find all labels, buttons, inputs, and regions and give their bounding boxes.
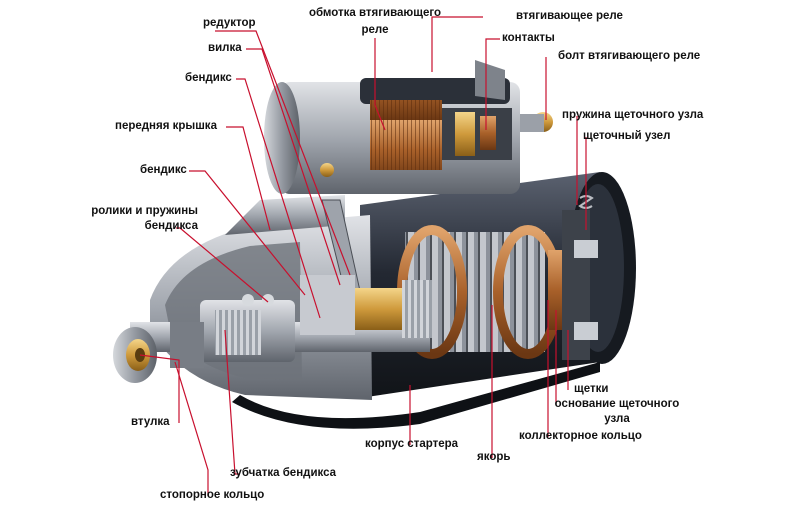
- label-stopornoe: стопорное кольцо: [160, 489, 265, 501]
- label-roliki-line1: ролики и пружины: [91, 205, 198, 217]
- label-roliki: ролики и пружины бендикса: [70, 205, 198, 233]
- leader-kontakty: [485, 38, 500, 130]
- label-osnovanie-line1: основание щеточного: [554, 398, 680, 410]
- leader-bendiks-2: [189, 170, 306, 296]
- leader-roliki: [176, 227, 269, 303]
- bendix: [170, 294, 295, 368]
- leader-vilka: [246, 48, 341, 286]
- label-shchet-uzel: щеточный узел: [583, 130, 671, 142]
- leader-zubchatka: [224, 329, 240, 475]
- label-kollektor: коллекторное кольцо: [519, 430, 642, 442]
- label-reduktor: редуктор: [203, 17, 256, 29]
- bushing: [113, 327, 157, 383]
- label-vtulka: втулка: [131, 416, 170, 428]
- label-perednyaya: передняя крышка: [115, 120, 217, 132]
- label-korpus: корпус стартера: [365, 438, 459, 450]
- label-yakor: якорь: [477, 451, 511, 463]
- leader-bendiks-1: [236, 78, 321, 319]
- label-roliki-line2: бендикса: [144, 220, 198, 232]
- label-kontakty: контакты: [502, 32, 555, 44]
- solenoid: [264, 60, 553, 194]
- label-zubchatka: зубчатка бендикса: [230, 467, 337, 479]
- leader-obmotka: [374, 38, 386, 131]
- label-bendiks-2: бендикс: [140, 164, 187, 176]
- leader-vtyag-rele: [431, 16, 483, 72]
- commutator: [548, 195, 598, 360]
- label-osnovanie-line2: узла: [604, 413, 630, 425]
- label-obmotka: обмотка втягивающего реле: [300, 7, 450, 37]
- leader-perednyaya: [226, 126, 271, 231]
- label-vtyag-rele: втягивающее реле: [516, 10, 623, 22]
- label-osnovanie: основание щеточного узла: [550, 398, 684, 426]
- label-pruzhina: пружина щеточного узла: [562, 109, 704, 121]
- label-bendiks-1: бендикс: [185, 72, 232, 84]
- label-vilka: вилка: [208, 42, 242, 54]
- label-shchetki: щетки: [574, 383, 609, 395]
- leader-reduktor: [215, 30, 351, 276]
- label-obmotka-line1: обмотка втягивающего: [308, 7, 442, 19]
- label-bolt: болт втягивающего реле: [558, 50, 701, 62]
- leader-lines: [139, 16, 587, 496]
- label-obmotka-line2: реле: [361, 24, 389, 36]
- leader-vtulka: [139, 354, 180, 423]
- leader-stopornoe: [174, 361, 209, 496]
